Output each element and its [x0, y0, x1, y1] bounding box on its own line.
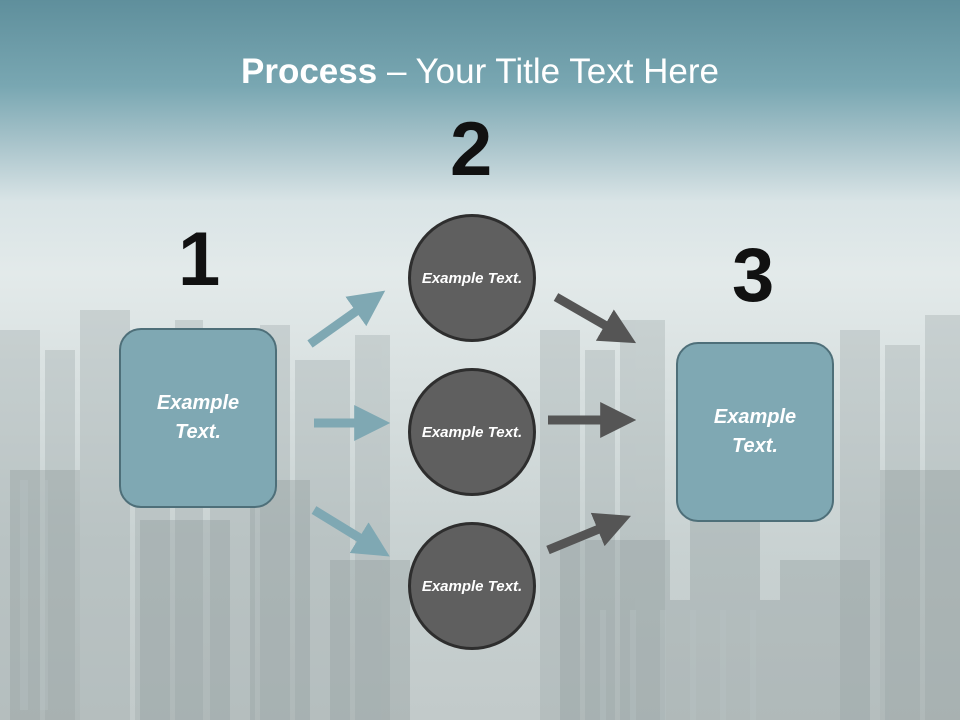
step-3-text: Example Text.: [713, 406, 797, 457]
title-bold: Process: [241, 52, 378, 91]
step-2-circle-top: Example Text.: [408, 214, 536, 342]
arrow-to-circle-bottom: [311, 506, 390, 557]
page-title: Process – Your Title Text Here: [0, 52, 960, 92]
arrow-from-circle-bottom: [546, 512, 631, 555]
step-3-number: 3: [732, 233, 775, 318]
arrow-from-circle-top: [553, 293, 637, 344]
step-2-number: 2: [450, 107, 493, 192]
circle-bottom-text: Example Text.: [421, 577, 523, 595]
arrow-to-circle-top: [307, 290, 386, 348]
circle-middle-text: Example Text.: [421, 423, 523, 441]
step-2-circle-middle: Example Text.: [408, 368, 536, 496]
step-2-circle-bottom: Example Text.: [408, 522, 536, 650]
step-1-box: Example Text.: [119, 328, 277, 508]
step-1-number: 1: [178, 217, 221, 302]
step-3-box: Example Text.: [676, 342, 834, 522]
circle-top-text: Example Text.: [421, 269, 523, 287]
title-rest: – Your Title Text Here: [377, 52, 719, 91]
step-1-text: Example Text.: [156, 392, 240, 443]
